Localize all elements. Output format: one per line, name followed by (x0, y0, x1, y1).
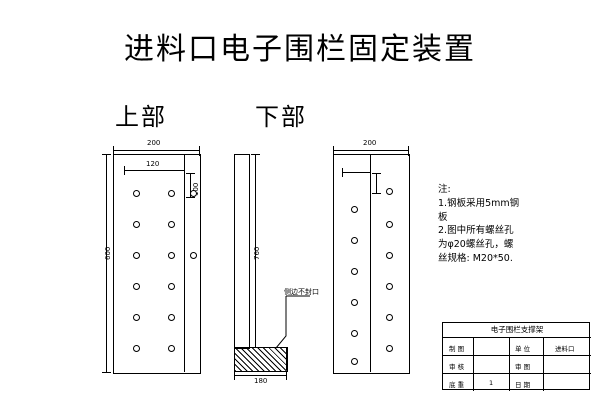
title-block-divider (473, 337, 474, 391)
notes-heading: 注: (438, 184, 451, 195)
side-dim-180-tick-right (286, 371, 287, 380)
title-block-cell: 审 核 (449, 363, 465, 371)
lower-hole (386, 252, 393, 259)
side-dim-180-text: 180 (254, 377, 268, 385)
lower-hole (386, 345, 393, 352)
lower-corner-dim-tick-right (370, 168, 371, 177)
lower-corner-dim-vertical-tick-bottom (372, 193, 381, 194)
lower-dim-200-text: 200 (363, 139, 377, 147)
lower-hole (386, 283, 393, 290)
lower-plate-outline (333, 154, 410, 374)
upper-dim-120-tick-right (184, 166, 185, 175)
upper-dim-600-tick-top (102, 154, 111, 155)
lower-hole (351, 206, 358, 213)
side-base-right-edge (286, 347, 287, 370)
title-block-divider (543, 337, 544, 391)
page-title: 进料口电子围栏固定装置 (124, 32, 476, 67)
title-block-cell: 制 图 (449, 345, 465, 353)
label-upper-part: 上部 (115, 103, 167, 131)
upper-dim-120-text: 120 (146, 160, 160, 168)
upper-hole (133, 314, 140, 321)
title-block-cell: 底 重 (449, 381, 465, 389)
upper-hole (190, 190, 197, 197)
upper-hole (133, 190, 140, 197)
side-web-outline (234, 154, 250, 349)
lower-dim-200-line (333, 150, 408, 151)
lower-hole (351, 237, 358, 244)
lower-hole (386, 188, 393, 195)
upper-dim-100-tick-bottom (186, 197, 195, 198)
upper-hole (168, 252, 175, 259)
lower-hole (351, 330, 358, 337)
lower-hole (386, 221, 393, 228)
upper-hole (168, 345, 175, 352)
side-dim-760-text: 760 (253, 246, 261, 260)
upper-dim-600-line (106, 154, 107, 372)
lower-corner-dim-tick-left (342, 168, 343, 177)
side-dim-180-tick-left (234, 371, 235, 380)
upper-hole (168, 221, 175, 228)
upper-hole (133, 345, 140, 352)
side-dim-760-tick-bottom (251, 347, 260, 348)
lower-corner-dim-line (342, 172, 370, 173)
title-block-cell: 进料口 (555, 345, 575, 353)
upper-hole (168, 314, 175, 321)
lower-dim-200-tick-right (408, 146, 409, 156)
title-block-cell: 1 (489, 379, 494, 387)
title-block-row (443, 355, 591, 373)
upper-dim-600-text: 600 (104, 246, 112, 260)
upper-dim-200-tick-right (199, 146, 200, 156)
upper-dim-120-tick-left (124, 166, 125, 175)
upper-dim-100-line (190, 173, 191, 197)
upper-dim-600-tick-bottom (102, 372, 111, 373)
upper-hole (168, 190, 175, 197)
upper-dim-200-text: 200 (147, 139, 161, 147)
upper-hole (190, 252, 197, 259)
upper-hole (133, 252, 140, 259)
side-dim-180-line (234, 375, 286, 376)
title-block-cell: 审 图 (515, 363, 531, 371)
upper-hole (168, 283, 175, 290)
notes-line-2: 2.图中所有螺丝孔为φ20螺丝孔，螺丝规格: M20*50. (438, 225, 514, 264)
lower-corner-dim-vertical (376, 173, 377, 193)
title-block: 电子围栏支撑架 制 图 单 位 进料口 审 核 审 图 底 重 1 日 期 (442, 322, 591, 391)
upper-hole (133, 283, 140, 290)
title-block-cell: 日 期 (515, 381, 531, 389)
lower-hole (351, 358, 358, 365)
notes-line-1: 1.钢板采用5mm钢板 (438, 197, 520, 223)
side-callout-leader (275, 295, 310, 349)
title-block-divider (509, 337, 510, 391)
title-block-row (443, 373, 591, 391)
lower-hole (351, 268, 358, 275)
side-dim-760-line (255, 154, 256, 347)
lower-plate-fold-line (370, 155, 371, 372)
upper-hole (133, 221, 140, 228)
upper-dim-100-tick-top (186, 173, 195, 174)
title-block-row (443, 337, 591, 355)
lower-hole (386, 314, 393, 321)
upper-dim-120-line (124, 170, 184, 171)
upper-dim-200-tick-left (113, 146, 114, 156)
lower-dim-200-tick-left (333, 146, 334, 156)
label-lower-part: 下部 (255, 103, 307, 131)
side-base-top-edge (234, 347, 286, 348)
side-dim-760-tick-top (251, 154, 260, 155)
title-block-header: 电子围栏支撑架 (490, 325, 544, 334)
title-block-cell: 单 位 (515, 345, 531, 353)
lower-hole (351, 299, 358, 306)
upper-dim-200-line (113, 150, 199, 151)
upper-plate-outline (113, 154, 201, 374)
lower-corner-dim-vertical-tick-top (372, 173, 381, 174)
side-callout-text: 侧边不封口 (284, 288, 319, 296)
notes-block: 注: 1.钢板采用5mm钢板 2.图中所有螺丝孔为φ20螺丝孔，螺丝规格: M2… (438, 183, 520, 266)
upper-plate-fold-line (184, 155, 185, 372)
